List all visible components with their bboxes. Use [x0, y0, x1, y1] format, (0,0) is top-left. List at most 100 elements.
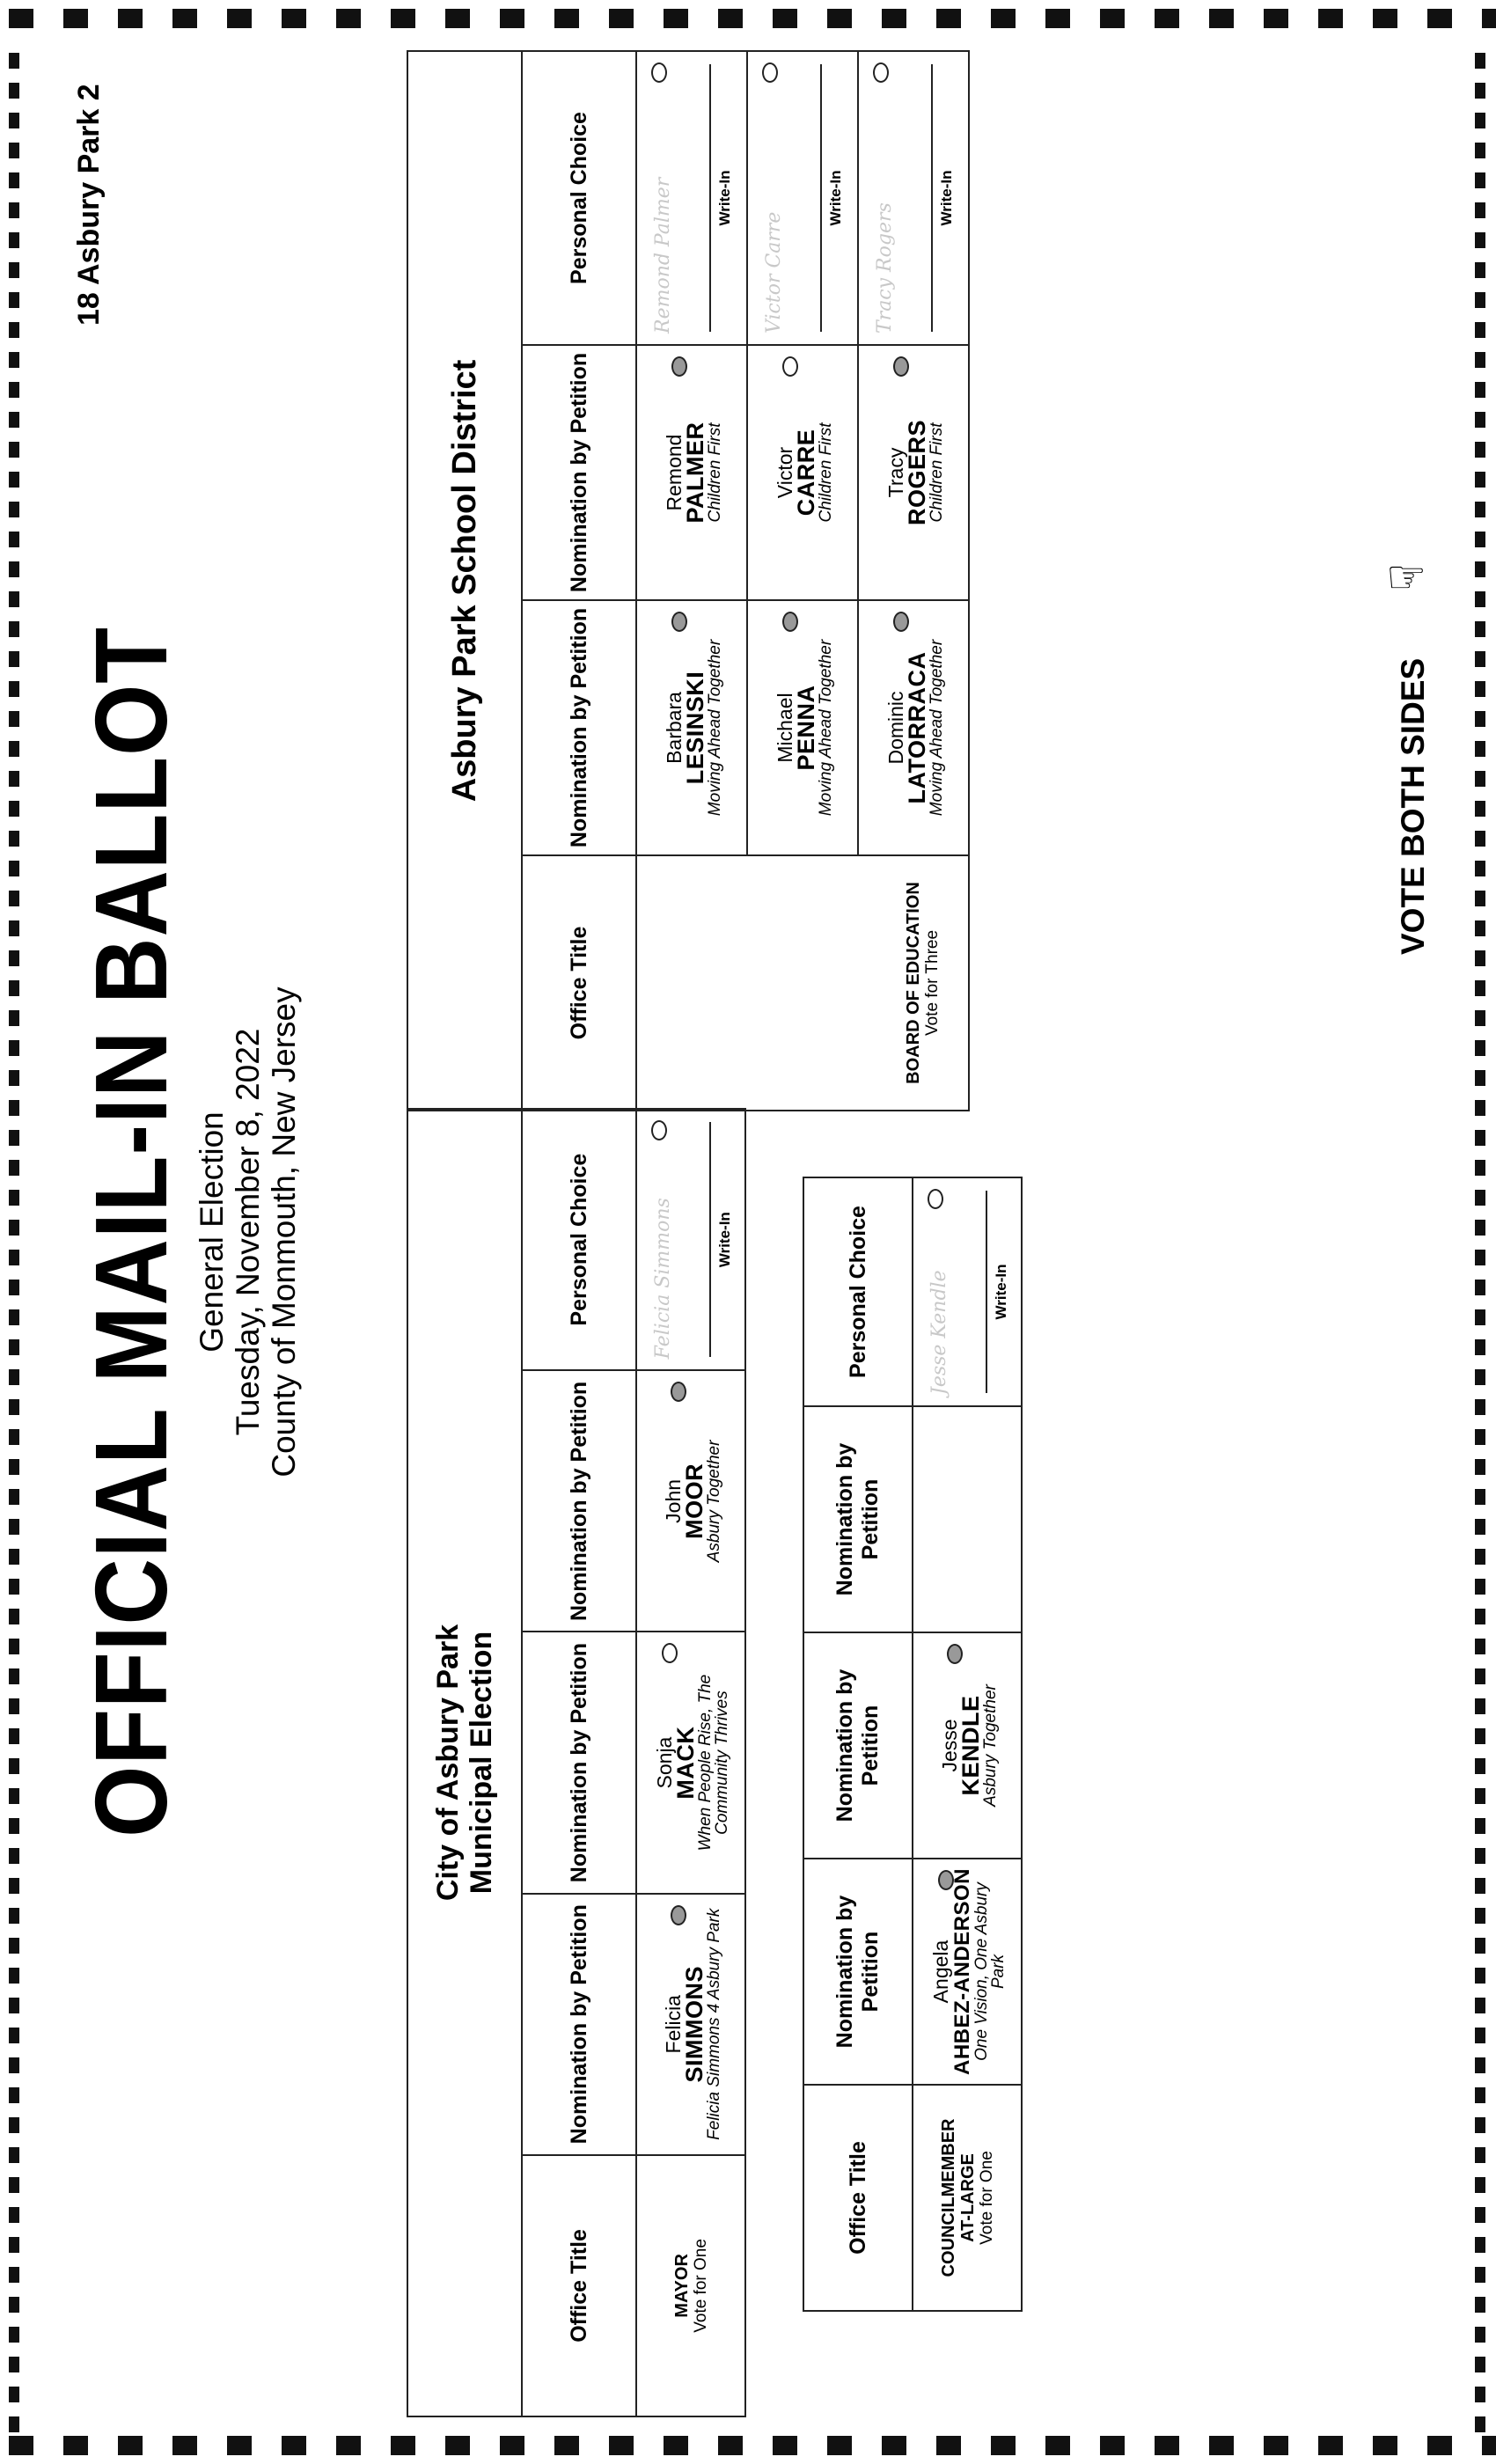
timing-mark — [1100, 9, 1125, 28]
candidate-ahbez-anderson[interactable]: Angela AHBEZ-ANDERSON One Vision, One As… — [913, 1859, 1022, 2085]
timing-mark — [9, 1220, 19, 1236]
write-in-line — [986, 1191, 987, 1393]
timing-mark — [1475, 1609, 1485, 1624]
timing-mark — [9, 1609, 19, 1624]
vote-bubble[interactable] — [946, 1644, 963, 1664]
timing-mark — [1475, 651, 1485, 667]
timing-mark — [1475, 1040, 1485, 1056]
timing-mark — [1475, 1519, 1485, 1535]
vote-bubble[interactable] — [892, 356, 909, 377]
vote-for-count: Vote for One — [691, 2239, 710, 2333]
candidate-palmer[interactable]: Remond PALMER Children First — [636, 345, 747, 600]
vote-for-count: Vote for One — [977, 2151, 996, 2245]
timing-mark — [9, 1040, 19, 1056]
candidate-first-name: Michael — [773, 693, 796, 763]
candidate-lesinski[interactable]: Barbara LESINSKI Moving Ahead Together — [636, 600, 747, 855]
timing-mark — [172, 9, 197, 28]
office-mayor: MAYOR Vote for One — [636, 2154, 745, 2416]
city-election-table: City of Asbury Park Municipal Election O… — [407, 1108, 746, 2417]
city-title-line1: City of Asbury Park — [431, 1624, 465, 1902]
school-title: Asbury Park School District — [446, 359, 483, 803]
timing-mark — [9, 891, 19, 906]
vote-bubble[interactable] — [670, 1904, 686, 1925]
candidate-first-name: Barbara — [662, 692, 686, 764]
timing-mark — [664, 9, 688, 28]
timing-mark — [1475, 1160, 1485, 1176]
timing-mark — [9, 1579, 19, 1595]
timing-mark — [1475, 262, 1485, 278]
vote-bubble[interactable] — [651, 1120, 667, 1140]
timing-mark — [882, 2436, 906, 2455]
timing-mark — [9, 2117, 19, 2133]
timing-mark — [1475, 1369, 1485, 1385]
mayor-write-in[interactable]: Felicia Simmons Write-In — [636, 1109, 745, 1371]
vote-bubble[interactable] — [671, 356, 687, 377]
timing-mark — [1475, 741, 1485, 757]
timing-mark — [1475, 113, 1485, 128]
timing-mark — [1155, 9, 1179, 28]
timing-mark — [1475, 1908, 1485, 1924]
timing-mark — [1475, 1848, 1485, 1864]
timing-mark — [9, 561, 19, 577]
vote-bubble[interactable] — [928, 1189, 943, 1209]
timing-mark — [9, 1908, 19, 1924]
timing-mark — [9, 1070, 19, 1086]
county-name: County of Monmouth, New Jersey — [266, 986, 302, 1478]
timing-mark — [9, 143, 19, 158]
timing-mark — [1475, 2416, 1485, 2432]
timing-mark — [9, 1429, 19, 1445]
timing-mark — [9, 1399, 19, 1415]
candidate-first-name: Angela — [929, 1940, 952, 2004]
school-write-in-3[interactable]: Tracy Rogers Write-In — [858, 50, 969, 345]
vote-bubble[interactable] — [938, 1870, 954, 1890]
candidate-latorraca[interactable]: Dominic LATORRACA Moving Ahead Together — [858, 600, 969, 855]
timing-mark — [1373, 2436, 1397, 2455]
write-in-handwriting: Jesse Kendle — [928, 1270, 950, 1395]
candidate-kendle[interactable]: Jesse KENDLE Asbury Together — [913, 1632, 1022, 1859]
timing-mark — [1475, 442, 1485, 458]
vote-bubble[interactable] — [873, 62, 889, 83]
council-write-in[interactable]: Jesse Kendle Write-In — [913, 1177, 1022, 1406]
vote-bubble[interactable] — [781, 612, 798, 632]
candidate-rogers[interactable]: Tracy ROGERS Children First — [858, 345, 969, 600]
timing-mark — [9, 1848, 19, 1864]
timing-mark — [1475, 1968, 1485, 1984]
candidate-penna[interactable]: Michael PENNA Moving Ahead Together — [747, 600, 858, 855]
timing-mark — [9, 172, 19, 188]
timing-mark — [1475, 1309, 1485, 1325]
candidate-last-name: CARRE — [792, 429, 819, 517]
candidate-mack[interactable]: Sonja MACK When People Rise, The Communi… — [636, 1632, 745, 1894]
timing-mark — [227, 9, 252, 28]
vote-bubble[interactable] — [670, 1382, 686, 1403]
write-in-label: Write-In — [716, 1212, 733, 1268]
timing-mark — [9, 2177, 19, 2193]
candidate-carre[interactable]: Victor CARRE Children First — [747, 345, 858, 600]
candidate-moor[interactable]: John MOOR Asbury Together — [636, 1370, 745, 1632]
vote-bubble[interactable] — [781, 356, 798, 377]
timing-mark — [9, 2147, 19, 2163]
vote-bubble[interactable] — [892, 612, 909, 632]
write-in-line — [709, 63, 711, 332]
timing-mark — [773, 2436, 797, 2455]
timing-mark — [9, 2207, 19, 2223]
timing-mark — [1475, 532, 1485, 547]
vote-bubble[interactable] — [671, 612, 687, 632]
write-in-handwriting: Tracy Rogers — [874, 202, 896, 334]
timing-mark — [227, 2436, 252, 2455]
timing-mark — [9, 232, 19, 248]
timing-mark — [1482, 2436, 1496, 2455]
vote-bubble[interactable] — [651, 62, 667, 83]
school-write-in-1[interactable]: Remond Palmer Write-In — [636, 50, 747, 345]
col-header-petition-1: Nomination by Petition — [522, 600, 636, 855]
school-write-in-2[interactable]: Victor Carre Write-In — [747, 50, 858, 345]
timing-mark — [282, 9, 306, 28]
candidate-simmons[interactable]: Felicia SIMMONS Felicia Simmons 4 Asbury… — [636, 1893, 745, 2155]
col-header-personal-choice: Personal Choice — [522, 50, 636, 345]
timing-mark — [1475, 1459, 1485, 1475]
timing-mark — [1475, 2387, 1485, 2402]
timing-mark — [9, 292, 19, 308]
timing-mark — [1264, 9, 1288, 28]
vote-bubble[interactable] — [762, 62, 778, 83]
school-section-header: Asbury Park School District — [407, 50, 522, 1111]
timing-mark — [609, 9, 634, 28]
